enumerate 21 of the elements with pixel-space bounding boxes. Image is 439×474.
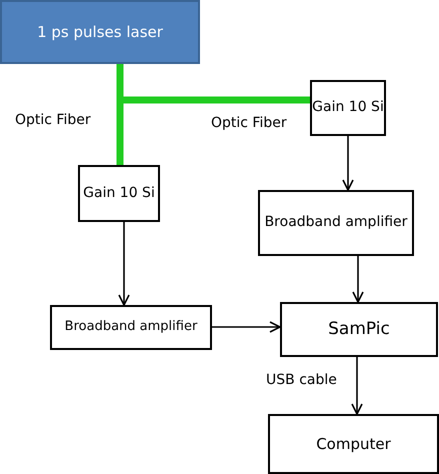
node-label: Gain 10 Si bbox=[312, 99, 384, 117]
arrow bbox=[351, 357, 363, 415]
node-label: Broadband amplifier bbox=[64, 319, 198, 336]
arrow bbox=[352, 256, 364, 303]
node-label: SamPic bbox=[328, 318, 390, 340]
arrow bbox=[212, 321, 281, 333]
node-label: Computer bbox=[316, 434, 391, 454]
detector-box bbox=[78, 165, 160, 222]
node-label: 1 ps pulses laser bbox=[37, 22, 163, 42]
processing-box bbox=[280, 302, 438, 357]
amplifier-box bbox=[258, 190, 414, 256]
arrow bbox=[342, 136, 354, 191]
edge-label: Optic Fiber bbox=[14, 112, 92, 128]
edge-label: Optic Fiber bbox=[210, 115, 288, 131]
node-label: Broadband amplifier bbox=[264, 214, 408, 232]
detector-box bbox=[310, 80, 386, 136]
node-label: Gain 10 Si bbox=[83, 184, 155, 202]
laser-box bbox=[0, 0, 200, 64]
amplifier-box bbox=[50, 305, 212, 350]
computer-box bbox=[268, 414, 439, 474]
arrow bbox=[118, 222, 130, 306]
